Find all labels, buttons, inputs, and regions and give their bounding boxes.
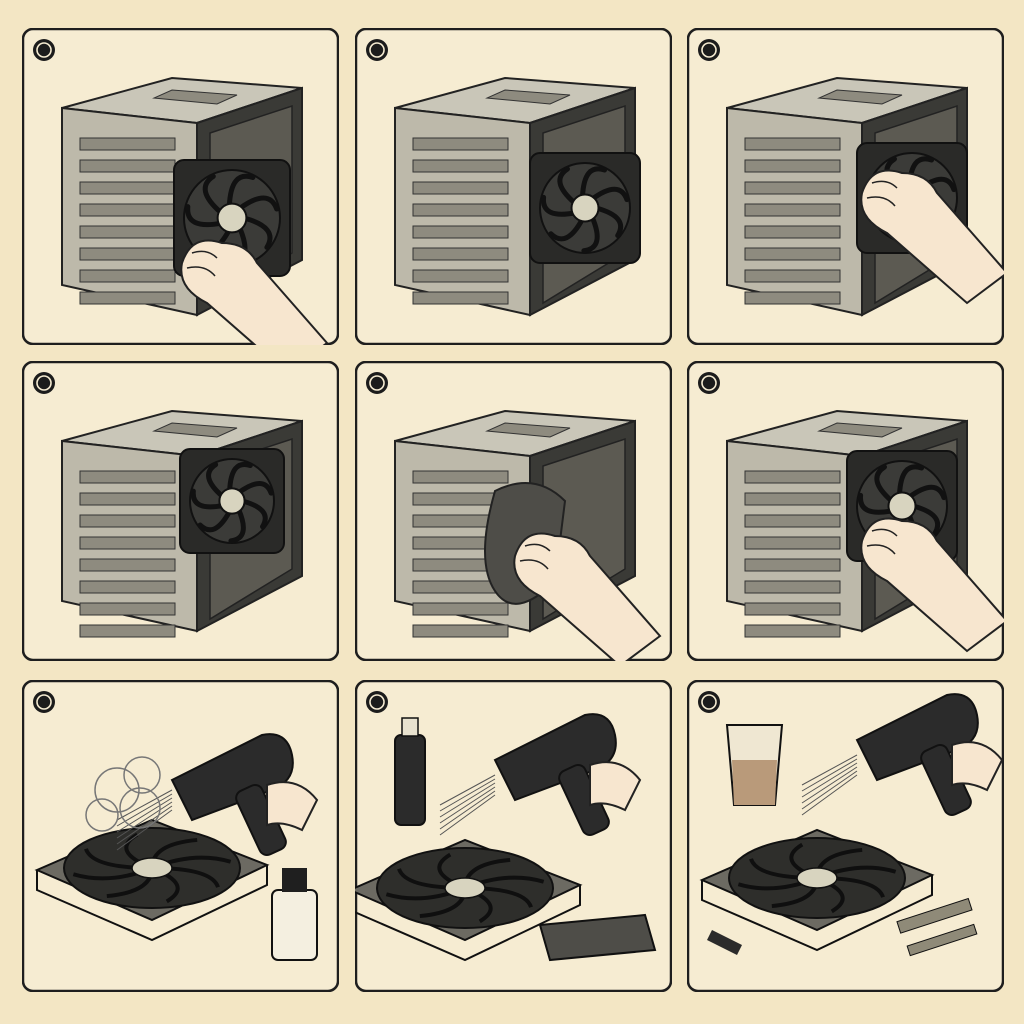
blower-with-dust-cloud-icon (170, 733, 319, 857)
instruction-panel-4 (22, 361, 339, 661)
instruction-panel-5 (355, 361, 672, 661)
step-number-icon (366, 691, 388, 713)
instruction-panel-8 (355, 680, 672, 992)
air-stream (439, 774, 496, 836)
instruction-panel-3 (687, 28, 1004, 345)
step-number-icon (698, 691, 720, 713)
folded-cloth-icon (538, 913, 657, 962)
fan-hub (218, 487, 246, 515)
loose-cooling-fan (699, 828, 935, 952)
fan-hub (796, 867, 838, 889)
front-vent-grille (79, 137, 176, 305)
front-vent-grille (744, 470, 841, 638)
step-number-icon (698, 372, 720, 394)
hand-holding-blower (589, 761, 642, 812)
glass-of-liquid-icon (725, 724, 784, 806)
instruction-panel-6 (687, 361, 1004, 661)
fan-hub (131, 857, 173, 879)
step-number-icon (33, 691, 55, 713)
loose-cooling-fan (355, 838, 583, 962)
front-vent-grille (412, 137, 509, 305)
step-number-icon (366, 372, 388, 394)
fan-in-case-icon (529, 152, 641, 264)
hand-holding-blower (951, 741, 1004, 792)
fan-in-case-icon (179, 448, 285, 554)
air-stream (116, 789, 173, 851)
small-tools-icon (707, 897, 978, 957)
air-stream (801, 754, 858, 816)
hand-wiping-with-cloth-icon (513, 532, 662, 661)
fan-hub (216, 202, 248, 234)
spray-can-icon (394, 717, 426, 826)
instruction-panel-1 (22, 28, 339, 345)
step-number-icon (698, 39, 720, 61)
fan-hub (570, 193, 600, 223)
step-number-icon (33, 39, 55, 61)
hand-holding-blower (266, 781, 319, 832)
fan-hub (444, 877, 486, 899)
small-bottle-icon (271, 868, 318, 961)
blower-spraying-icon (855, 693, 1004, 817)
computer-tower-case (726, 76, 968, 317)
step-number-icon (33, 372, 55, 394)
fan-hub (887, 491, 917, 521)
blower-spraying-icon (493, 713, 642, 837)
hand-cleaning-fan-icon (860, 517, 1004, 653)
front-vent-grille (744, 137, 841, 305)
hand-touching-fan-hub-icon (180, 239, 329, 345)
front-vent-grille (79, 470, 176, 638)
instruction-panel-9 (687, 680, 1004, 992)
instruction-panel-2 (355, 28, 672, 345)
hand-reaching-into-case-icon (860, 169, 1004, 305)
step-number-icon (366, 39, 388, 61)
dust-cloud-icon (85, 756, 161, 832)
instruction-panel-7 (22, 680, 339, 992)
loose-cooling-fan (34, 818, 270, 942)
